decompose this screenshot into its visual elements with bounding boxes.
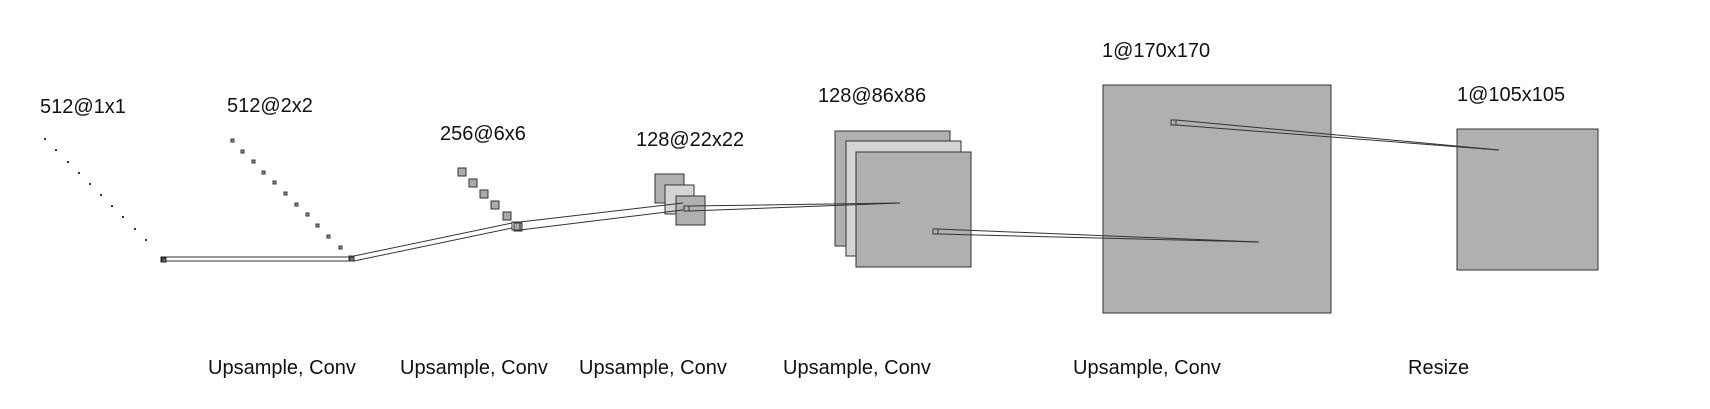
layer-5-feature-maps bbox=[834, 130, 972, 268]
layer-7-feature-map bbox=[1456, 128, 1599, 271]
layer-6-label: 1@170x170 bbox=[1102, 40, 1211, 62]
layer-4-label: 128@22x22 bbox=[636, 129, 745, 151]
layer-7-label: 1@105x105 bbox=[1457, 84, 1566, 106]
operation-2-label: Upsample, Conv bbox=[400, 357, 548, 379]
layer-5-label: 128@86x86 bbox=[818, 85, 927, 107]
layer-6-feature-map bbox=[1102, 84, 1332, 314]
operation-5-label: Upsample, Conv bbox=[1073, 357, 1221, 379]
layer-2-feature-maps bbox=[230, 138, 355, 262]
operation-4-label: Upsample, Conv bbox=[783, 357, 931, 379]
layer-3-feature-maps bbox=[457, 167, 523, 232]
operation-3-label: Upsample, Conv bbox=[579, 357, 727, 379]
layer-1-label: 512@1x1 bbox=[40, 96, 126, 118]
operation-6-label: Resize bbox=[1408, 357, 1470, 379]
layer-4-feature-maps bbox=[654, 173, 706, 226]
connections bbox=[160, 119, 1500, 263]
operation-1-label: Upsample, Conv bbox=[208, 357, 356, 379]
layer-3-label: 256@6x6 bbox=[440, 123, 526, 145]
layer-2-label: 512@2x2 bbox=[227, 95, 313, 117]
layer-1-feature-maps bbox=[44, 138, 167, 263]
